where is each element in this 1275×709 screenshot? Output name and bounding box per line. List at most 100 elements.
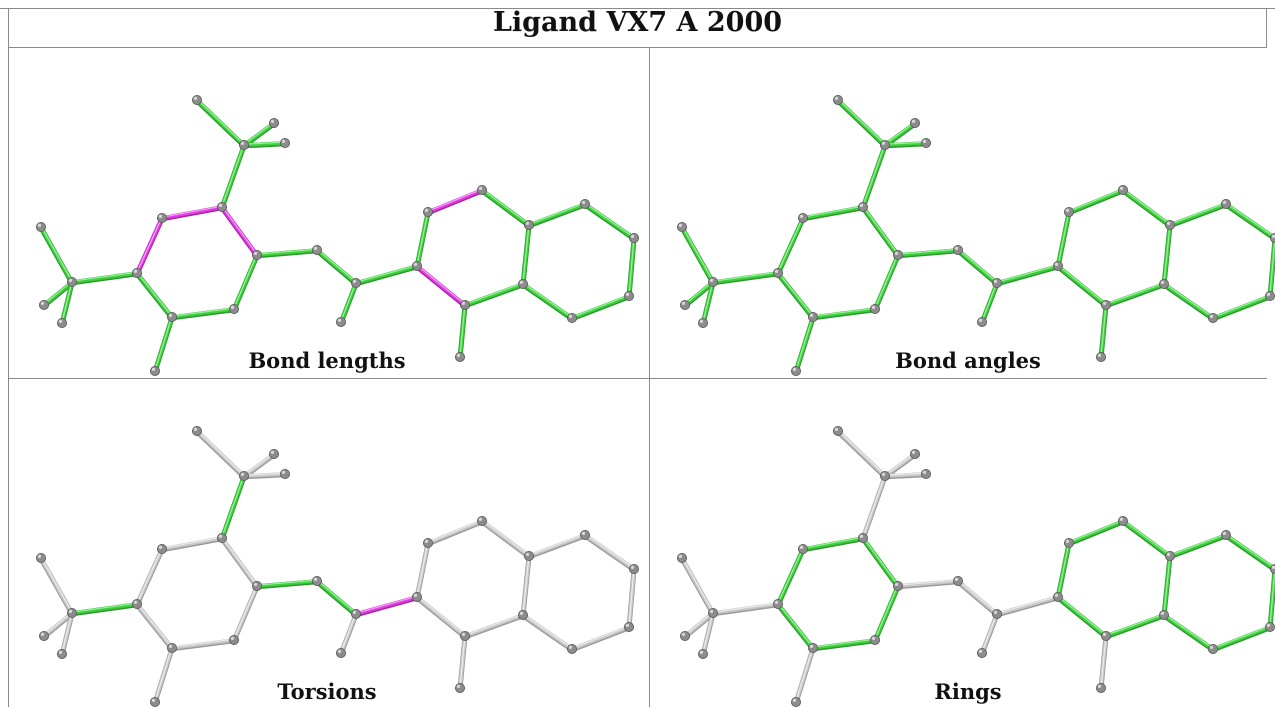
atom <box>251 580 262 591</box>
bond <box>233 584 258 640</box>
atom-highlight <box>871 305 876 309</box>
bond <box>171 307 235 317</box>
bond <box>1056 595 1108 638</box>
bond <box>1163 282 1214 318</box>
bond <box>1068 519 1124 543</box>
bond <box>957 248 998 283</box>
atom <box>832 426 843 437</box>
bond <box>712 271 779 282</box>
atom <box>1063 537 1074 548</box>
bond <box>711 602 780 615</box>
bond <box>683 280 715 307</box>
bond <box>897 579 959 586</box>
atom <box>1052 260 1063 271</box>
atom <box>869 303 880 314</box>
bond <box>316 579 357 614</box>
bond <box>583 202 636 240</box>
atom-highlight <box>681 301 686 305</box>
bond <box>481 519 530 556</box>
bond <box>233 253 258 309</box>
bond <box>1068 188 1124 212</box>
bond <box>1224 202 1275 240</box>
atom-highlight <box>809 313 814 317</box>
panel-torsions: Torsions <box>9 379 645 709</box>
atom-highlight <box>568 645 573 649</box>
atom-highlight <box>230 636 235 640</box>
bond <box>243 472 286 476</box>
bond <box>136 216 163 273</box>
atom-highlight <box>678 223 683 227</box>
bond <box>1105 613 1165 636</box>
atom <box>35 552 46 563</box>
atom-highlight <box>894 251 899 255</box>
bond <box>522 613 573 649</box>
bond <box>61 611 73 654</box>
bond <box>957 579 998 614</box>
bond <box>956 248 999 285</box>
atom-highlight <box>37 554 42 558</box>
bond <box>1100 634 1107 688</box>
bond <box>221 474 245 538</box>
atom-highlight <box>1266 292 1271 296</box>
bond <box>1121 519 1172 558</box>
bond <box>161 536 223 549</box>
atom-highlight <box>792 698 797 702</box>
atom <box>191 426 202 437</box>
bond <box>464 613 524 636</box>
atom-highlight <box>519 611 524 615</box>
atom <box>132 267 143 278</box>
atom-highlight <box>37 223 42 227</box>
bond <box>777 602 814 648</box>
bond <box>256 248 318 255</box>
bond <box>883 472 928 478</box>
bond <box>527 202 587 227</box>
bond <box>1169 202 1227 225</box>
atom-highlight <box>58 650 63 654</box>
bond <box>1122 519 1171 556</box>
atom <box>476 515 487 526</box>
bond <box>801 205 865 220</box>
bond <box>795 315 814 371</box>
atom-highlight <box>1097 353 1102 357</box>
bond <box>711 271 780 284</box>
bond <box>463 613 525 638</box>
atom-highlight <box>993 610 998 614</box>
atom-highlight <box>270 450 275 454</box>
bond <box>1057 264 1107 305</box>
bond <box>1168 533 1228 558</box>
bond <box>883 121 917 147</box>
bond <box>43 611 73 636</box>
atom <box>279 469 290 480</box>
bond <box>570 625 631 651</box>
bond <box>995 264 1060 285</box>
bond <box>416 595 466 636</box>
bond <box>427 519 483 543</box>
atom <box>350 608 361 619</box>
atom-highlight <box>40 632 45 636</box>
atom-highlight <box>871 636 876 640</box>
atom <box>279 138 290 149</box>
atom-highlight <box>799 214 804 218</box>
atom-highlight <box>158 545 163 549</box>
bond <box>777 271 814 317</box>
atom <box>1265 622 1275 632</box>
atom <box>67 276 78 287</box>
atom <box>909 449 920 460</box>
bond <box>1163 554 1171 615</box>
bond <box>1056 264 1108 307</box>
atom <box>422 206 433 217</box>
atom-highlight <box>133 600 138 604</box>
atom <box>624 290 635 301</box>
bond <box>528 533 586 556</box>
bond <box>522 554 530 615</box>
atom-highlight <box>1209 314 1214 318</box>
atom <box>1165 550 1176 561</box>
molecule-view <box>35 95 640 376</box>
bond <box>583 533 636 571</box>
bond <box>136 602 173 648</box>
atom-highlight <box>1160 611 1165 615</box>
panel-bond-angles: Bond angles <box>650 48 1275 378</box>
bond <box>528 202 586 225</box>
bond <box>1122 188 1171 225</box>
atom-highlight <box>809 644 814 648</box>
